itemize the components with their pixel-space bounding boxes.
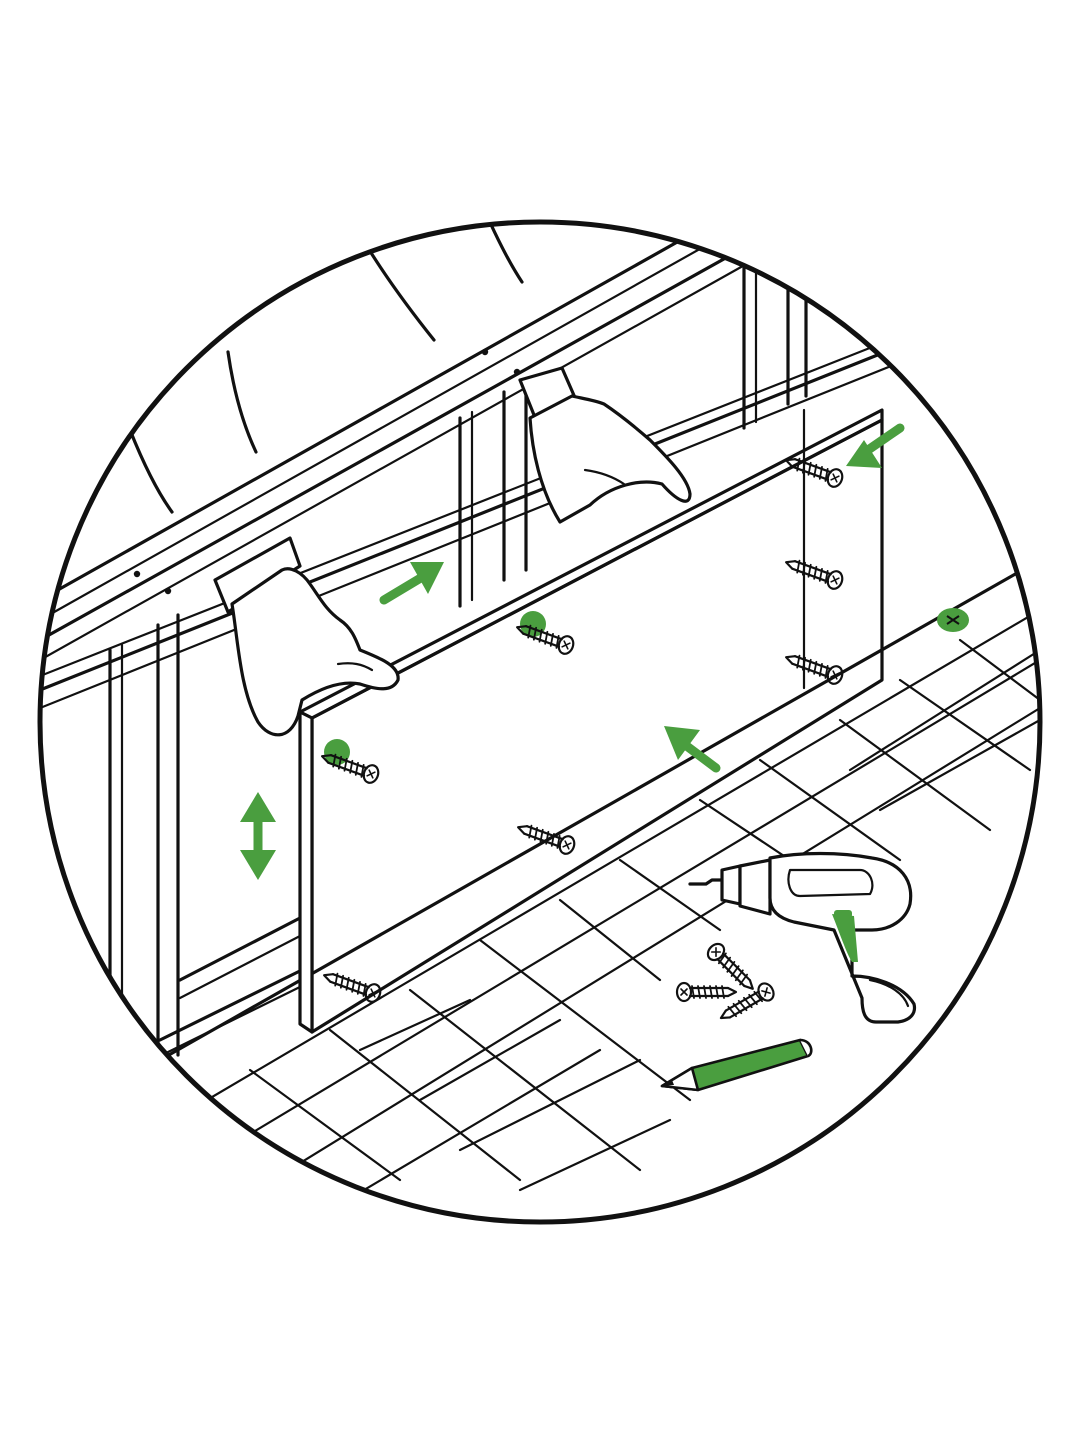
wall-panel <box>298 408 884 1034</box>
direction-arrows <box>240 423 905 880</box>
arrow-right-up-icon <box>379 562 444 605</box>
loose-screws <box>675 939 778 1027</box>
circle-frame <box>37 219 1043 1225</box>
drill-icon <box>688 851 917 1024</box>
screw-marker <box>324 739 350 765</box>
left-hand-glove <box>213 536 400 737</box>
scene <box>40 222 1040 1222</box>
arrow-left-down-icon <box>846 423 905 468</box>
pencil-icon <box>660 1038 813 1092</box>
screw-icon <box>781 552 846 592</box>
wall-studs <box>108 256 808 1092</box>
screw-icon <box>319 965 384 1005</box>
arrow-left-up-icon <box>664 726 721 773</box>
arrow-up-down-icon <box>240 792 276 880</box>
panel-screws <box>317 450 846 1005</box>
screw-icon <box>513 817 578 857</box>
floor-marker-x-icon <box>937 608 969 632</box>
screw-icon <box>675 981 738 1003</box>
top-rail <box>40 222 898 710</box>
screw-icon <box>781 647 846 687</box>
right-hand-glove <box>518 366 692 524</box>
